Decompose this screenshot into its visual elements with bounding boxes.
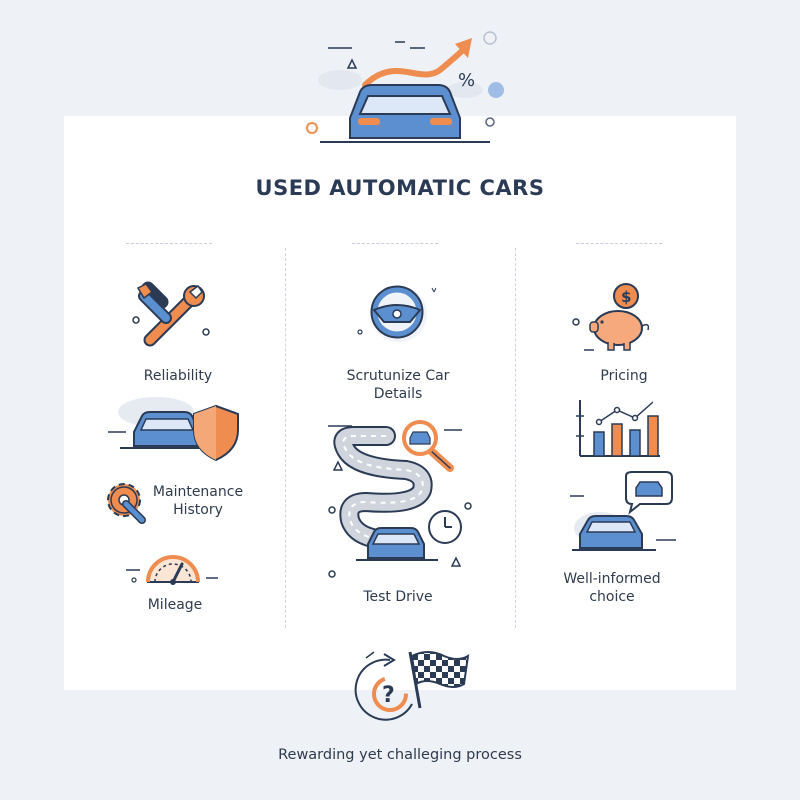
label-test-drive: Test Drive bbox=[363, 589, 433, 605]
dollar-symbol: $ bbox=[621, 288, 631, 306]
divider-column-1 bbox=[285, 248, 286, 628]
steering-wheel-icon bbox=[357, 285, 437, 342]
divider-left-top bbox=[126, 243, 212, 244]
checkered-flag-icon bbox=[408, 651, 470, 709]
label-mileage: Mileage bbox=[147, 597, 203, 613]
car-shield-icon bbox=[108, 397, 239, 462]
footer-caption: Rewarding yet challeging process bbox=[278, 747, 522, 763]
divider-center-top bbox=[352, 243, 438, 244]
divider-right-top bbox=[576, 243, 662, 244]
clock-icon bbox=[428, 510, 462, 544]
label-scrutinize-car-details: Scrutunize Car Details bbox=[346, 368, 450, 402]
divider-column-2 bbox=[515, 248, 516, 628]
percent-symbol: % bbox=[458, 70, 475, 91]
winding-road-icon bbox=[328, 425, 472, 578]
question-symbol: ? bbox=[382, 683, 395, 708]
cycle-question-icon: ? bbox=[354, 651, 413, 721]
bar-chart-icon bbox=[576, 400, 660, 457]
car-speech-bubble-icon bbox=[570, 471, 676, 551]
speedometer-icon bbox=[126, 555, 218, 585]
piggy-bank-icon: $ bbox=[572, 283, 650, 351]
page-title: USED AUTOMATIC CARS bbox=[255, 176, 545, 200]
label-reliability: Reliability bbox=[143, 368, 213, 384]
wrench-icon bbox=[132, 281, 210, 347]
label-pricing: Pricing bbox=[600, 368, 648, 384]
car-rising-arrow-icon: % bbox=[306, 31, 504, 143]
magnifier-icon bbox=[402, 420, 454, 472]
label-maintenance-history: Maintenance History bbox=[152, 484, 244, 518]
gear-wrench-icon bbox=[107, 483, 146, 524]
label-well-informed-choice: Well-informed choice bbox=[563, 571, 661, 605]
